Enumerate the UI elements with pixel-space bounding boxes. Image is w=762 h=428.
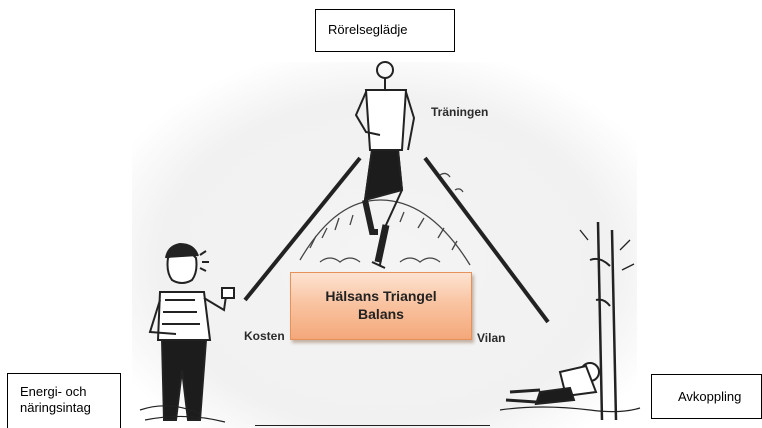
left-label-line2: näringsintag [20, 400, 91, 415]
runner-figure [354, 61, 416, 269]
triangle-right-side [423, 156, 550, 324]
left-label-box: Energi- och näringsintag [7, 373, 121, 428]
center-title-line2: Balans [358, 306, 404, 322]
center-title-box: Hälsans Triangel Balans [290, 272, 472, 340]
right-label-box: Avkoppling [651, 374, 762, 419]
vertex-label-right: Vilan [477, 331, 506, 345]
center-title-line1: Hälsans Triangel [325, 288, 437, 304]
resting-person-figure [499, 221, 641, 421]
bottom-divider [255, 425, 490, 426]
triangle-left-side [243, 156, 362, 302]
left-label-line1: Energi- och [20, 384, 87, 399]
top-label-text: Rörelseglädje [328, 22, 408, 37]
eating-person-figure [139, 242, 235, 423]
right-label-text: Avkoppling [678, 389, 742, 404]
vertex-label-top: Träningen [431, 105, 489, 119]
vertex-label-left: Kosten [244, 329, 285, 343]
top-label-box: Rörelseglädje [315, 9, 455, 52]
hill-sketch [299, 172, 471, 266]
